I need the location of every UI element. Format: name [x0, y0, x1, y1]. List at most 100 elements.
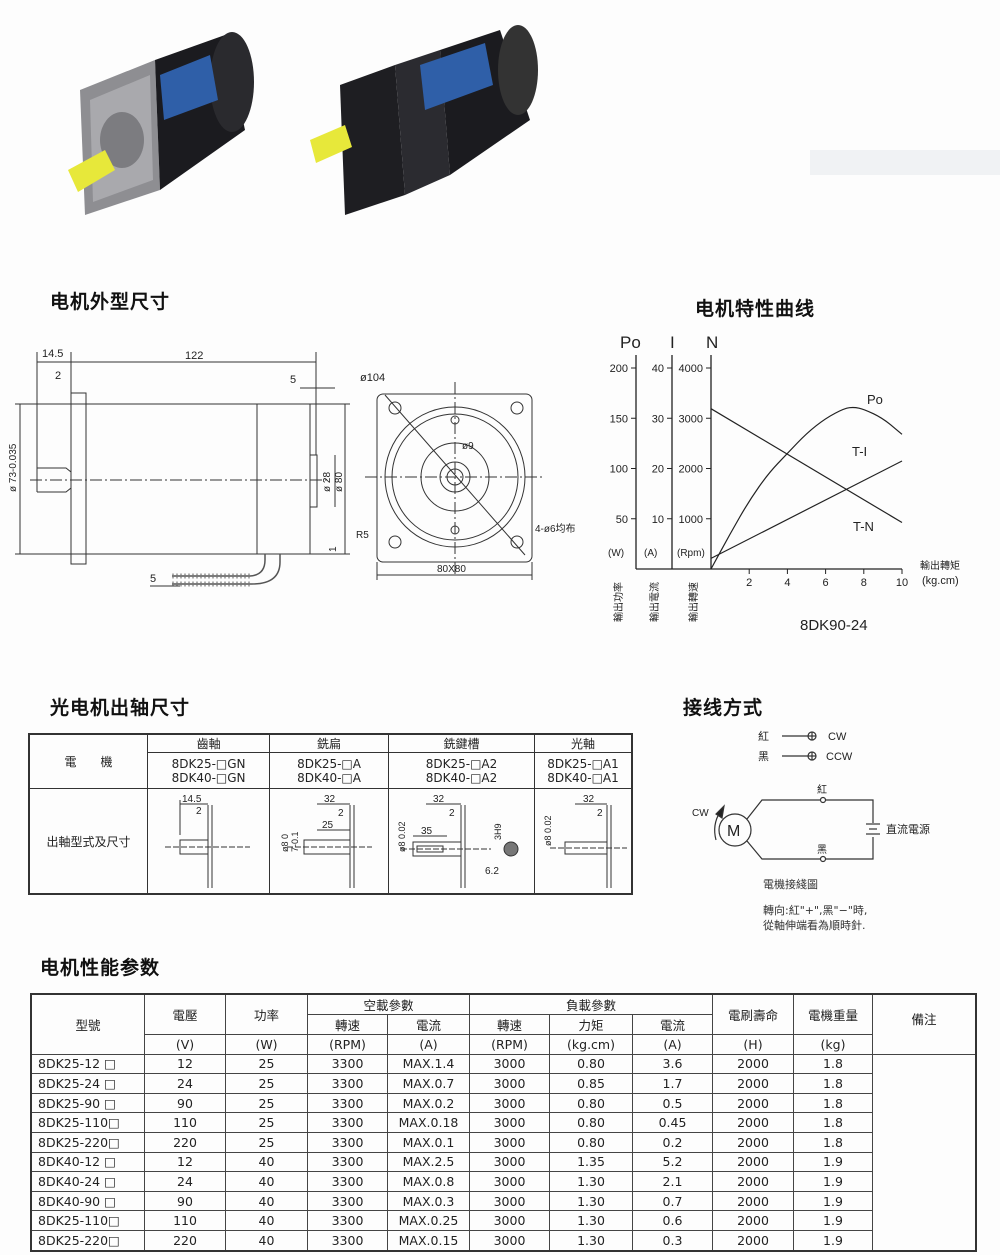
dim: 32 — [433, 794, 445, 805]
shaft-type: 齒軸 — [147, 733, 271, 753]
x-axis-unit: (kg.cm) — [922, 575, 959, 587]
shaft-gear-drawing: 14.5 2 — [147, 788, 271, 895]
torque-cell: 0.85 — [549, 1073, 633, 1094]
series-line-t-n — [710, 408, 903, 524]
y-tick-label: 1000 — [679, 514, 703, 526]
dim: 14.5 — [182, 794, 202, 805]
noload-speed-cell: 3300 — [307, 1171, 388, 1192]
voltage-cell: 220 — [144, 1229, 226, 1252]
model-cell: 8DK25-220□ — [30, 1131, 145, 1153]
torque-cell: 1.30 — [549, 1210, 633, 1231]
dim: 2 — [196, 806, 202, 817]
noload-current-cell: MAX.0.18 — [387, 1112, 470, 1133]
y-tick-label: 30 — [652, 413, 664, 425]
unit-cell: (H) — [712, 1034, 794, 1055]
series-line-po — [710, 406, 903, 570]
y-tick-label: 40 — [652, 363, 664, 375]
torque-cell: 1.30 — [549, 1171, 633, 1192]
dc-power-label: 直流電源 — [886, 822, 930, 836]
noload-current-cell: MAX.0.1 — [387, 1131, 470, 1153]
model: 8DK40-□A — [297, 770, 361, 785]
dim: 2 — [597, 808, 603, 819]
noload-current-cell: MAX.0.8 — [387, 1171, 470, 1192]
series-line-t-i — [710, 460, 903, 559]
dim: 2 — [449, 808, 455, 819]
motor-header: 電 機 — [28, 733, 149, 789]
row-label: 出軸型式及尺寸 — [28, 788, 149, 895]
wire-red-label: 紅 — [758, 730, 769, 743]
load-speed-cell: 3000 — [469, 1210, 550, 1231]
noload-speed-cell: 3300 — [307, 1190, 388, 1212]
noload-speed-cell: 3300 — [307, 1092, 388, 1114]
noload-current-cell: MAX.0.7 — [387, 1073, 470, 1094]
section-title-shaft: 光电机出轴尺寸 — [50, 697, 191, 719]
torque-cell: 0.80 — [549, 1092, 633, 1114]
load-current-cell: 0.5 — [632, 1092, 713, 1114]
brush-life-cell: 2000 — [712, 1190, 794, 1212]
series-label-po: Po — [867, 392, 883, 407]
model-cell: 8DK25-90 □ — [30, 1092, 145, 1114]
model-cell: 8DK25-110□ — [30, 1112, 145, 1133]
axis-label-N: 輸出轉速 — [687, 582, 700, 622]
dim-2: 2 — [55, 370, 61, 382]
voltage-cell: 110 — [144, 1112, 226, 1133]
unit-cell: (W) — [225, 1034, 308, 1055]
performance-table: 型號 電壓 功率 空載參數 負載參數 電刷壽命 電機重量 備注 轉速 電流 轉速… — [30, 993, 977, 1252]
brush-life-cell: 2000 — [712, 1229, 794, 1252]
series-label-t-n: T-N — [853, 519, 874, 534]
section-title-performance: 电机性能参数 — [40, 957, 161, 979]
dim-5-cable: 5 — [150, 573, 156, 585]
y-tick-label: 200 — [610, 363, 628, 375]
load-current-cell: 0.6 — [632, 1210, 713, 1231]
model: 8DK40-□A1 — [547, 770, 619, 785]
axis-label-Po: 輸出功率 — [612, 582, 625, 622]
section-title-curve: 电机特性曲线 — [695, 298, 816, 320]
unit-cell: (kg.cm) — [549, 1034, 633, 1055]
power-cell: 40 — [225, 1151, 308, 1173]
torque-cell: 1.30 — [549, 1190, 633, 1212]
voltage-cell: 110 — [144, 1210, 226, 1231]
load-speed-cell: 3000 — [469, 1073, 550, 1094]
axis-label-I: 輸出電流 — [648, 582, 661, 622]
brush-life-cell: 2000 — [712, 1053, 794, 1075]
wiring-note-1: 轉向:紅"+",黑"−"時, — [763, 904, 868, 917]
load-current-cell: 0.2 — [632, 1131, 713, 1153]
power-cell: 25 — [225, 1131, 308, 1153]
terminal-red-label: 紅 — [817, 784, 827, 796]
brush-life-cell: 2000 — [712, 1151, 794, 1173]
load-current-cell: 0.7 — [632, 1190, 713, 1212]
background-bleed — [810, 150, 1000, 175]
axis-unit-N: (Rpm) — [677, 548, 705, 559]
col-current-load: 電流 — [632, 1014, 713, 1035]
x-tick-label: 6 — [823, 577, 829, 589]
y-tick-label: 100 — [610, 464, 628, 476]
model: 8DK40-□GN — [171, 770, 246, 785]
noload-current-cell: MAX.0.15 — [387, 1229, 470, 1252]
voltage-cell: 12 — [144, 1151, 226, 1173]
weight-cell: 1.9 — [793, 1190, 873, 1212]
dim: 7-0.1 — [290, 831, 300, 852]
terminal-black-label: 黑 — [817, 844, 827, 856]
load-speed-cell: 3000 — [469, 1151, 550, 1173]
dim-holes: 4-ø6均布 — [535, 523, 576, 535]
axis-title-N: N — [706, 333, 718, 352]
motor-symbol — [718, 813, 752, 847]
power-cell: 25 — [225, 1112, 308, 1133]
model-cell: 8DK40-12 □ — [30, 1151, 145, 1173]
x-tick-label: 8 — [861, 577, 867, 589]
col-model: 型號 — [30, 993, 145, 1055]
dim-122: 122 — [185, 350, 203, 362]
col-remark: 備注 — [872, 993, 977, 1055]
unit-cell: (RPM) — [469, 1034, 550, 1055]
col-speed-load: 轉速 — [469, 1014, 550, 1035]
noload-current-cell: MAX.0.25 — [387, 1210, 470, 1231]
